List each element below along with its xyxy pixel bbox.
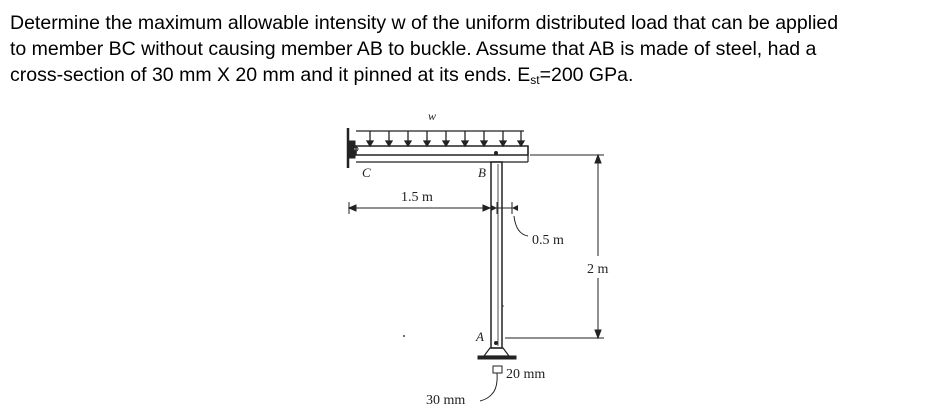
- point-a-label: A: [475, 329, 484, 344]
- point-c-label: C: [362, 165, 371, 180]
- scan-speck: [502, 305, 504, 307]
- problem-line-3-end: =200 GPa.: [539, 64, 634, 86]
- modulus-subscript: st: [530, 73, 540, 87]
- scan-speck: [403, 335, 405, 337]
- dimension-bc-label: 1.5 m: [401, 190, 433, 205]
- dimension-offset: [488, 202, 529, 237]
- problem-statement: Determine the maximum allowable intensit…: [10, 10, 935, 93]
- problem-line-3: cross-section of 30 mm X 20 mm and it pi…: [10, 62, 935, 93]
- problem-line-2: to member BC without causing member AB t…: [10, 38, 817, 60]
- dimension-offset-label: 0.5 m: [532, 233, 564, 248]
- distributed-load: [356, 130, 526, 148]
- dimension-bc: [347, 202, 492, 214]
- problem-line-1: Determine the maximum allowable intensit…: [10, 12, 839, 34]
- column-ab: [490, 151, 503, 349]
- point-b-label: B: [478, 165, 486, 180]
- beam-bc: [355, 145, 529, 163]
- problem-line-3-text: cross-section of 30 mm X 20 mm and it pi…: [10, 64, 531, 86]
- dimension-20-label: 20 mm: [506, 367, 545, 382]
- dimension-30-label: 30 mm: [426, 393, 465, 408]
- load-label-w: w: [428, 109, 436, 123]
- dimension-height-label: 2 m: [587, 262, 609, 277]
- dimension-height: [505, 153, 604, 340]
- cross-section-callout: [479, 365, 503, 402]
- base-support: [477, 347, 517, 360]
